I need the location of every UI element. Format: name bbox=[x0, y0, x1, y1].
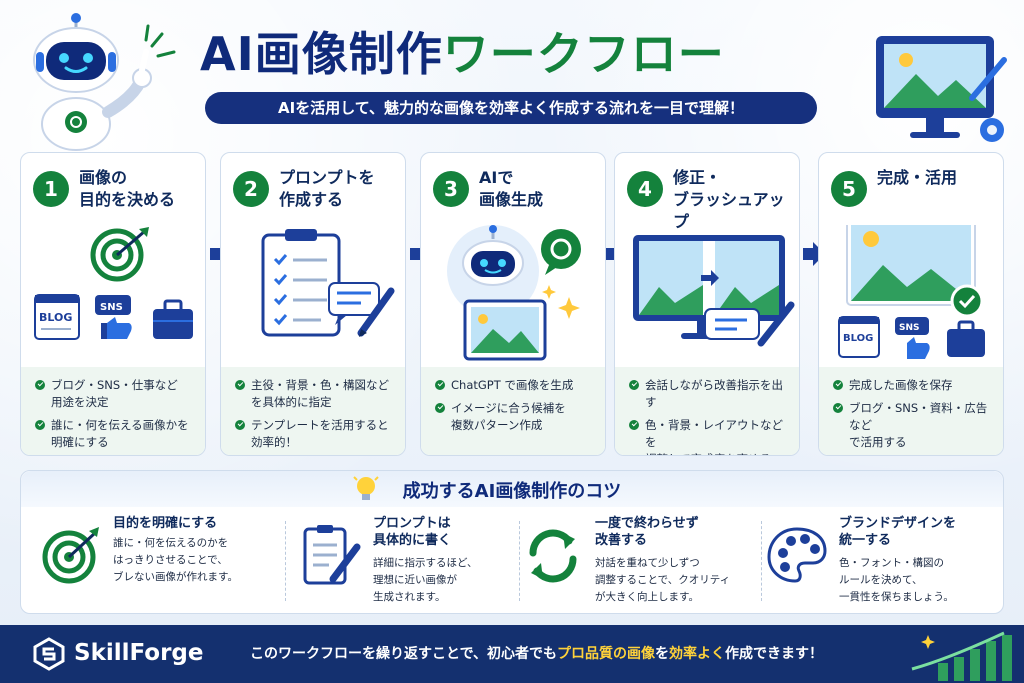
step-number: 3 bbox=[433, 171, 469, 207]
brand-logo: SkillForge bbox=[32, 637, 232, 671]
tip-item-2: プロンプトは 具体的に書く 詳細に指示するほど、 理想に近い画像が 生成されます… bbox=[299, 513, 539, 609]
tips-title-ai: AI bbox=[474, 481, 496, 502]
step-card-4: 4 修正・ ブラッシュアップ 会話しながら改善指示を出す 色・背景・レイアウトな… bbox=[614, 152, 800, 456]
step-title: 完成・活用 bbox=[877, 168, 958, 187]
brand-name: SkillForge bbox=[74, 640, 204, 666]
tips-title-part: 画像制作のコツ bbox=[495, 481, 622, 502]
lightbulb-icon bbox=[353, 476, 379, 500]
target-icon bbox=[42, 527, 99, 584]
clipboard-pen-icon bbox=[303, 525, 361, 585]
tips-title-part: 成功する bbox=[402, 481, 475, 502]
bullet-item: 色・背景・レイアウトなどを 調整して完成度を高める bbox=[629, 417, 789, 455]
step-title: プロンプトを 作成する bbox=[279, 168, 375, 209]
step-number: 1 bbox=[33, 171, 69, 207]
step-number: 2 bbox=[233, 171, 269, 207]
step-card-3: 3 AIで 画像生成 ChatGPT で画像を生成 イメージに合う候補を 複数パ… bbox=[420, 152, 606, 456]
bullet-item: 主役・背景・色・構図などを具体的に指定 bbox=[235, 377, 395, 411]
bullet-item: 完成した画像を保存 bbox=[833, 377, 993, 394]
divider bbox=[761, 521, 762, 601]
footer-msg-highlight: プロ品質の画像 bbox=[557, 646, 656, 662]
step-card-1: 1 画像の 目的を決める BLOG SNS ブログ・SNS・仕事など 用途を決定… bbox=[20, 152, 206, 456]
monitor-paint-icon bbox=[876, 36, 1007, 142]
tip-body: 詳細に指示するほど、 理想に近い画像が 生成されます。 bbox=[373, 557, 478, 603]
ai-robot-generate-icon bbox=[447, 225, 581, 361]
footer-msg-part: 作成できます！ bbox=[725, 646, 824, 662]
monitor-compare-icon bbox=[633, 235, 795, 347]
bullet-item: テンプレートを活用すると 効率的！ bbox=[235, 417, 395, 451]
page-title: AI画像制作ワークフロー bbox=[200, 18, 860, 81]
bullet-item: ブログ・SNS・資料・広告など で活用する bbox=[833, 400, 993, 451]
step-title: AIで 画像生成 bbox=[479, 168, 544, 209]
tip-item-1: 目的を明確にする 誰に・何を伝えるのかを はっきりさせることで、 ブレない画像が… bbox=[39, 513, 279, 609]
divider bbox=[285, 521, 286, 601]
refresh-cycle-icon bbox=[529, 529, 577, 583]
tips-header: 成功するAI画像制作のコツ bbox=[21, 471, 1003, 507]
robot-mascot-icon bbox=[33, 13, 176, 151]
tip-title: 一度で終わらせず 改善する bbox=[595, 516, 699, 548]
bullet-item: イメージに合う候補を 複数パターン作成 bbox=[435, 400, 595, 434]
step-bullets: ChatGPT で画像を生成 イメージに合う候補を 複数パターン作成 bbox=[421, 367, 605, 455]
step-number: 4 bbox=[627, 171, 663, 207]
title-part-green: ワークフロー bbox=[442, 27, 725, 81]
step-title: 修正・ ブラッシュアップ bbox=[673, 168, 785, 231]
flow-arrow-icon bbox=[803, 242, 825, 266]
tips-section: 成功するAI画像制作のコツ 目的を明確にする 誰に・何を伝えるのかを はっきりさ… bbox=[20, 470, 1004, 614]
step-card-5: 5 完成・活用 BLOG SNS 完成した画像を保存 ブログ・SNS・資料・広告… bbox=[818, 152, 1004, 456]
tip-body: 誰に・何を伝えるのかを はっきりさせることで、 ブレない画像が作れます。 bbox=[113, 537, 238, 583]
clipboard-checklist-icon bbox=[261, 229, 395, 337]
tip-title: プロンプトは 具体的に書く bbox=[373, 516, 452, 548]
step-bullets: 主役・背景・色・構図などを具体的に指定 テンプレートを活用すると 効率的！ bbox=[221, 367, 405, 455]
tip-title: ブランドデザインを 統一する bbox=[839, 516, 957, 548]
bullet-item: 誰に・何を伝える画像かを 明確にする bbox=[35, 417, 195, 451]
tip-body: 色・フォント・構図の ルールを決めて、 一貫性を保ちましょう。 bbox=[839, 557, 954, 603]
tip-title: 目的を明確にする bbox=[113, 516, 218, 531]
step-title: 画像の 目的を決める bbox=[79, 168, 176, 209]
step-bullets: 完成した画像を保存 ブログ・SNS・資料・広告など で活用する bbox=[819, 367, 1003, 455]
bullet-item: ブログ・SNS・仕事など 用途を決定 bbox=[35, 377, 195, 411]
blog-label: BLOG bbox=[39, 311, 72, 324]
tip-body: 対話を重ねて少しずつ 調整することで、クオリティ が大きく向上します。 bbox=[595, 557, 731, 603]
bullet-item: 会話しながら改善指示を出す bbox=[629, 377, 789, 411]
blog-label: BLOG bbox=[843, 333, 873, 344]
tip-item-3: 一度で終わらせず 改善する 対話を重ねて少しずつ 調整することで、クオリティ が… bbox=[521, 513, 761, 609]
target-goal-icon: BLOG SNS bbox=[34, 227, 193, 340]
footer-msg-part: を bbox=[655, 646, 670, 662]
growth-chart-icon bbox=[911, 631, 1012, 681]
footer-message: このワークフローを繰り返すことで、初心者でもプロ品質の画像を効率よく作成できます… bbox=[250, 643, 823, 663]
sns-label: SNS bbox=[899, 323, 920, 333]
bullet-item: ChatGPT で画像を生成 bbox=[435, 377, 595, 394]
tip-item-4: ブランドデザインを 統一する 色・フォント・構図の ルールを決めて、 一貫性を保… bbox=[765, 513, 1005, 609]
step-card-2: 2 プロンプトを 作成する 主役・背景・色・構図などを具体的に指定 テンプレート… bbox=[220, 152, 406, 456]
footer-msg-highlight: 効率よく bbox=[669, 646, 726, 662]
subtitle-banner: AIを活用して、魅力的な画像を効率よく作成する流れを一目で理解！ bbox=[205, 92, 817, 124]
step-bullets: 会話しながら改善指示を出す 色・背景・レイアウトなどを 調整して完成度を高める bbox=[615, 367, 799, 455]
color-palette-icon bbox=[767, 527, 827, 583]
footer-msg-part: このワークフローを繰り返すことで、初心者でも bbox=[250, 646, 558, 662]
divider bbox=[519, 521, 520, 601]
completed-image-icon: BLOG SNS bbox=[838, 225, 985, 359]
footer-banner: SkillForge このワークフローを繰り返すことで、初心者でもプロ品質の画像… bbox=[0, 625, 1024, 683]
title-part-blue: AI画像制作 bbox=[200, 27, 443, 81]
skillforge-logo-icon bbox=[33, 637, 65, 671]
step-number: 5 bbox=[831, 171, 867, 207]
tips-title: 成功するAI画像制作のコツ bbox=[343, 477, 682, 503]
step-bullets: ブログ・SNS・仕事など 用途を決定 誰に・何を伝える画像かを 明確にする bbox=[21, 367, 205, 455]
sns-label: SNS bbox=[100, 302, 123, 313]
